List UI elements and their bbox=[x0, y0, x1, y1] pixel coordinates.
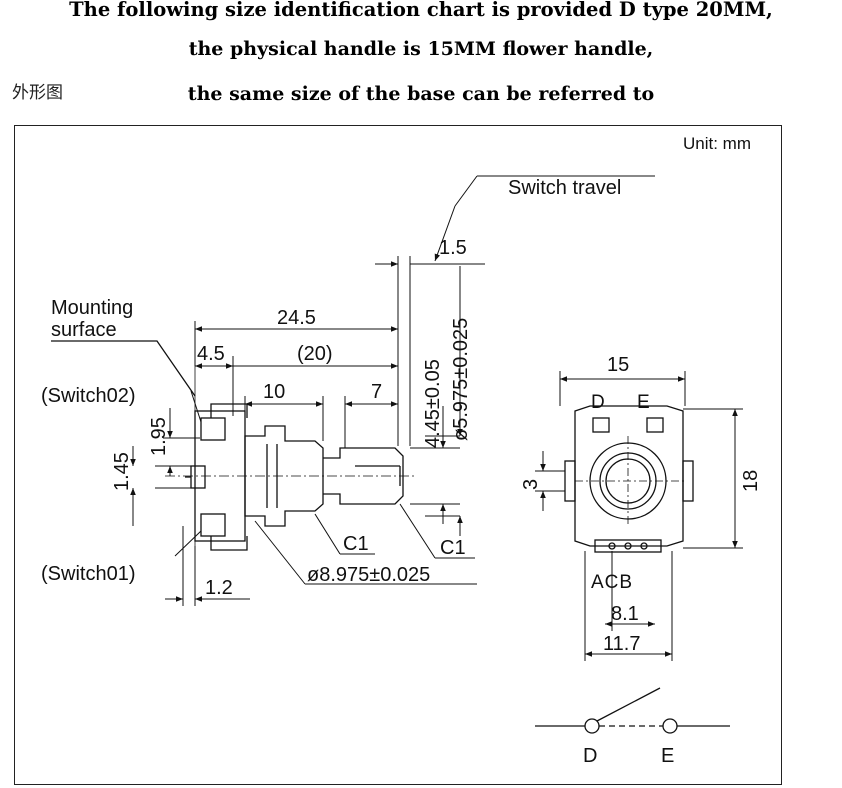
dim-1-45: 1.45 bbox=[111, 452, 133, 491]
chamfer-c1-b: C1 bbox=[440, 537, 466, 559]
switch-symbol-d: D bbox=[583, 745, 597, 767]
mounting-label-1: Mounting bbox=[51, 297, 133, 319]
dim-4-45: 4.45±0.05 bbox=[422, 359, 444, 448]
dim-5-975: ø5.975±0.025 bbox=[450, 318, 472, 441]
title-line-3: the same size of the base can be referre… bbox=[187, 83, 655, 105]
dim-20: (20) bbox=[297, 343, 333, 365]
dim-18: 18 bbox=[740, 470, 762, 492]
dim-7: 7 bbox=[371, 381, 382, 403]
dim-15: 15 bbox=[607, 354, 629, 376]
dim-1-2: 1.2 bbox=[205, 577, 233, 599]
dim-8-975: ø8.975±0.025 bbox=[307, 564, 430, 586]
dim-11-7: 11.7 bbox=[603, 633, 640, 655]
dim-24-5: 24.5 bbox=[277, 307, 316, 329]
side-view-labels: Mounting surface (Switch02) (Switch01) S… bbox=[41, 177, 621, 599]
switch01-label: (Switch01) bbox=[41, 563, 135, 585]
dimension-drawing: Unit: mm bbox=[41, 134, 762, 767]
dim-8-1: 8.1 bbox=[611, 603, 639, 625]
chamfer-c1-a: C1 bbox=[343, 533, 369, 555]
unit-label: Unit: mm bbox=[683, 134, 751, 153]
drawing-frame: Unit: mm bbox=[14, 125, 782, 785]
front-view-labels: 15 18 3 D E ACB 8.1 11.7 bbox=[520, 354, 762, 655]
pin-d-label: D bbox=[591, 392, 605, 413]
switch-travel-label: Switch travel bbox=[508, 177, 621, 199]
outline-drawing-label: 外形图 bbox=[12, 83, 63, 103]
switch-symbol-e: E bbox=[661, 745, 674, 767]
side-view-dimensions bbox=[130, 175, 655, 606]
dim-10: 10 bbox=[263, 381, 285, 403]
title-line-2: the physical handle is 15MM flower handl… bbox=[188, 38, 654, 60]
title-line-1: The following size identification chart … bbox=[69, 0, 773, 21]
dim-3: 3 bbox=[520, 479, 542, 490]
mounting-label-2: surface bbox=[51, 319, 117, 341]
front-view-dimensions bbox=[535, 371, 743, 661]
pins-acb-label: ACB bbox=[591, 572, 633, 593]
front-view bbox=[564, 405, 694, 553]
dim-4-5: 4.5 bbox=[197, 343, 225, 365]
dim-1-95: 1.95 bbox=[148, 417, 170, 456]
switch-symbol bbox=[535, 687, 730, 734]
dim-1-5: 1.5 bbox=[439, 237, 467, 259]
switch02-label: (Switch02) bbox=[41, 385, 135, 407]
pin-e-label: E bbox=[637, 392, 650, 413]
side-view bbox=[51, 340, 415, 596]
